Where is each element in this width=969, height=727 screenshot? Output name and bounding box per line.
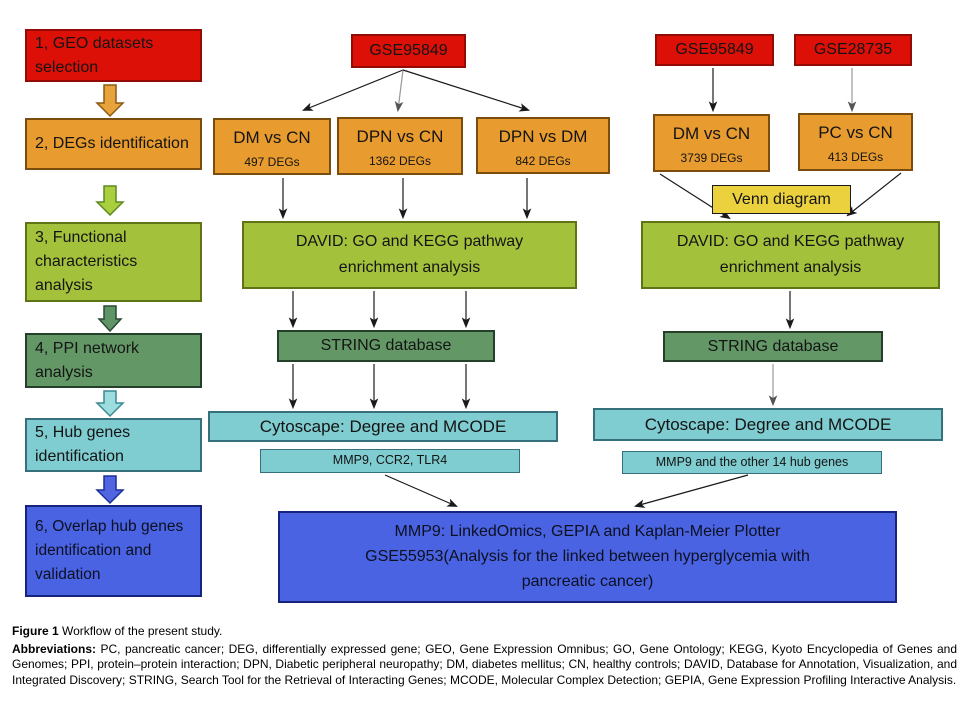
david-line1: DAVID: GO and KEGG pathway (295, 233, 524, 251)
string-box-right: STRING database (663, 331, 883, 362)
step-label: 5, Hub genes identification (35, 424, 131, 465)
david-box-middle: DAVID: GO and KEGG pathway enrichment an… (242, 221, 577, 289)
hub-genes-box-middle: MMP9, CCR2, TLR4 (260, 449, 520, 473)
deg-box-pc-vs-cn-right: PC vs CN 413 DEGs (798, 113, 913, 171)
dataset-label: GSE95849 (369, 42, 448, 59)
hub-genes-label: MMP9, CCR2, TLR4 (332, 453, 448, 468)
cytoscape-label: Cytoscape: Degree and MCODE (259, 416, 507, 436)
cytoscape-box-middle: Cytoscape: Degree and MCODE (208, 411, 558, 442)
gse95849-box-right: GSE95849 (655, 34, 774, 66)
deg-box-dm-vs-cn: DM vs CN 497 DEGs (213, 118, 331, 175)
step-label: 3, Functional characteristics analysis (35, 229, 138, 294)
gse28735-box-right: GSE28735 (794, 34, 912, 66)
caption-title: Figure 1 Workflow of the present study. (12, 624, 957, 640)
dataset-label: GSE28735 (813, 41, 893, 58)
step-box-6-overlap-validation: 6, Overlap hub genes identification and … (25, 505, 202, 597)
dataset-label: GSE95849 (675, 41, 754, 58)
deg-count: 3739 DEGs (680, 151, 743, 166)
figure-title-text: Workflow of the present study. (58, 624, 223, 638)
comparison-label: DPN vs CN (356, 127, 444, 146)
deg-count: 842 DEGs (515, 154, 571, 169)
david-line2: enrichment analysis (719, 258, 862, 276)
deg-count: 413 DEGs (827, 150, 884, 165)
step-label: 2, DEGs identification (35, 135, 189, 152)
arrow-gse-to-dmcn (301, 69, 404, 111)
comparison-label: PC vs CN (818, 123, 893, 142)
comparison-label: DM vs CN (672, 124, 751, 143)
string-box-middle: STRING database (277, 330, 495, 362)
venn-label: Venn diagram (732, 190, 831, 208)
deg-box-dpn-vs-cn: DPN vs CN 1362 DEGs (337, 117, 463, 175)
validation-box: MMP9: LinkedOmics, GEPIA and Kaplan-Meie… (278, 511, 897, 603)
comparison-label: DPN vs DM (498, 127, 588, 146)
cytoscape-label: Cytoscape: Degree and MCODE (644, 414, 892, 434)
step-box-1-geo-selection: 1, GEO datasets selection (25, 29, 202, 82)
block-arrow-step2-step3 (95, 185, 125, 217)
david-box-right: DAVID: GO and KEGG pathway enrichment an… (641, 221, 940, 289)
david-line1: DAVID: GO and KEGG pathway (676, 233, 905, 251)
arrow-gse-to-dpncn (394, 69, 404, 113)
comparison-label: DM vs CN (233, 128, 311, 147)
step-box-3-functional-analysis: 3, Functional characteristics analysis (25, 222, 202, 302)
caption-abbreviations: Abbreviations: PC, pancreatic cancer; DE… (12, 642, 957, 689)
block-arrow-step5-step6 (95, 475, 125, 505)
hub-genes-box-right: MMP9 and the other 14 hub genes (622, 451, 882, 474)
gse95849-box-middle: GSE95849 (351, 34, 466, 68)
venn-diagram-box: Venn diagram (712, 185, 851, 214)
arrow-pccn-david-right (846, 172, 902, 217)
step-box-5-hub-genes: 5, Hub genes identification (25, 418, 202, 472)
cytoscape-box-right: Cytoscape: Degree and MCODE (593, 408, 943, 441)
arrow-hub-mid-final (384, 474, 458, 507)
step-label: 6, Overlap hub genes identification and … (35, 517, 184, 583)
block-arrow-step4-step5 (95, 390, 125, 418)
validation-line1: MMP9: LinkedOmics, GEPIA and Kaplan-Meie… (394, 523, 781, 540)
validation-line3: pancreatic cancer) (521, 573, 654, 590)
abbreviations-text: PC, pancreatic cancer; DEG, differential… (12, 641, 957, 687)
arrow-hub-right-final (633, 474, 749, 508)
deg-box-dpn-vs-dm: DPN vs DM 842 DEGs (476, 117, 610, 174)
step-label: 1, GEO datasets selection (35, 34, 154, 76)
step-box-4-ppi-network: 4, PPI network analysis (25, 333, 202, 388)
deg-count: 1362 DEGs (368, 154, 432, 169)
string-label: STRING database (320, 337, 452, 354)
validation-line2: GSE55953(Analysis for the linked between… (365, 548, 810, 565)
deg-count: 497 DEGs (244, 155, 300, 170)
figure-number-label: Figure 1 (12, 624, 59, 638)
block-arrow-step1-step2 (95, 84, 125, 118)
david-line2: enrichment analysis (338, 258, 481, 276)
string-label: STRING database (707, 337, 839, 355)
arrow-gse-to-dpndm (402, 69, 531, 112)
deg-box-dm-vs-cn-right: DM vs CN 3739 DEGs (653, 114, 770, 172)
hub-genes-label: MMP9 and the other 14 hub genes (655, 454, 849, 469)
figure-caption: Figure 1 Workflow of the present study. … (12, 624, 957, 690)
step-label: 4, PPI network analysis (35, 339, 140, 381)
block-arrow-step3-step4 (97, 305, 123, 333)
abbreviations-label: Abbreviations: (12, 641, 97, 656)
step-box-2-degs-identification: 2, DEGs identification (25, 118, 202, 170)
